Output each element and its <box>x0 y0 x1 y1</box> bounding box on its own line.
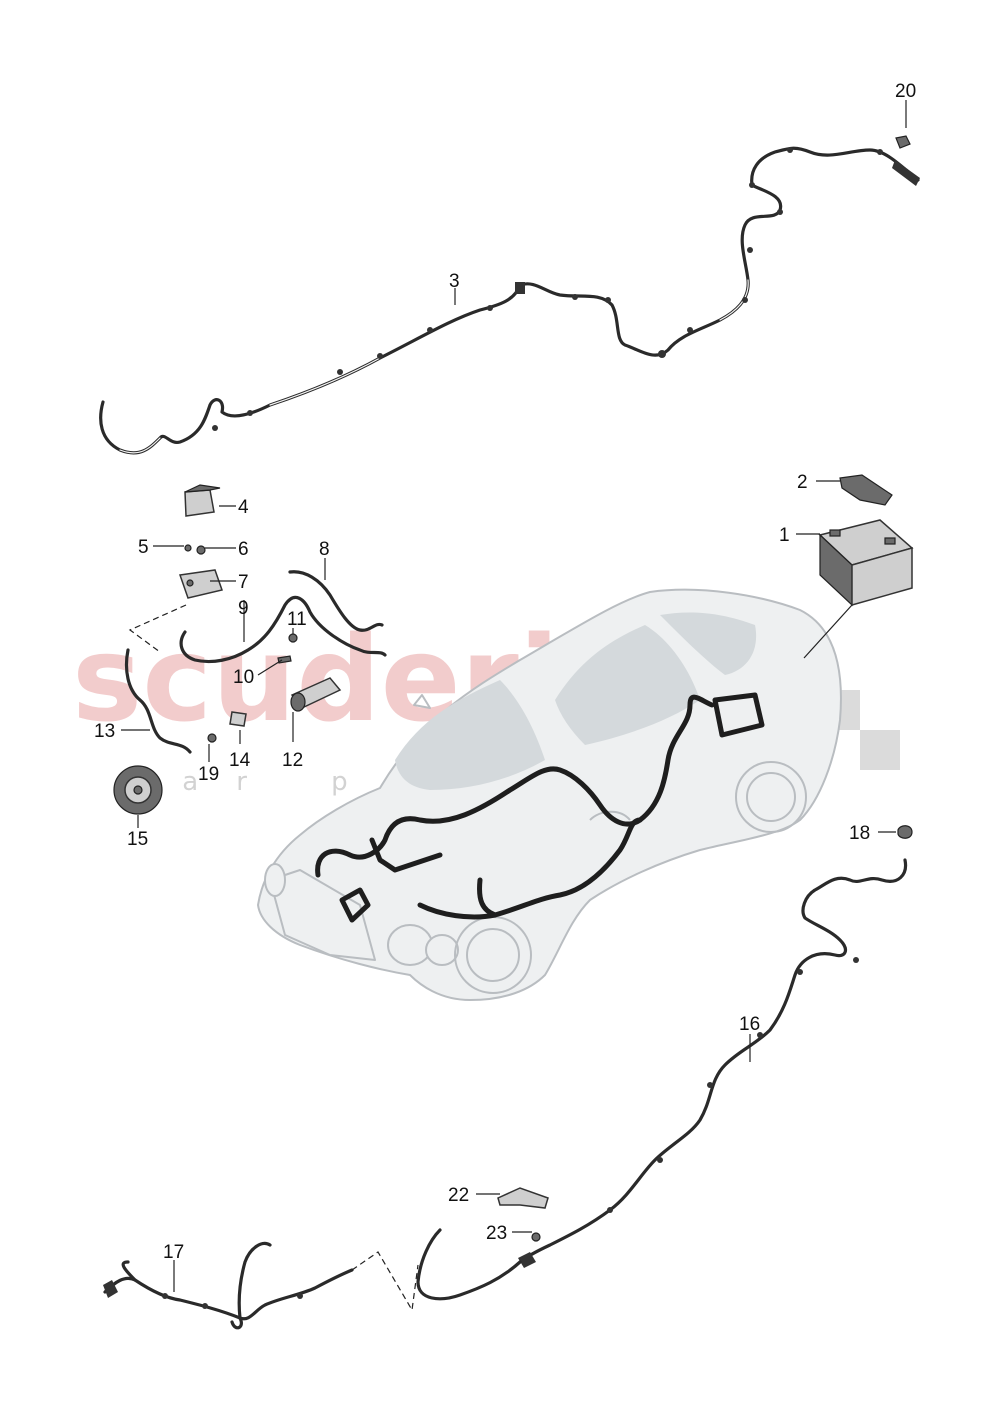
cable-connector-17-16 <box>416 1228 522 1301</box>
wiring-harness-3 <box>99 146 920 455</box>
car-wiring-harness <box>315 692 765 923</box>
wiring-harness-16 <box>518 858 908 1268</box>
callout-2: 2 <box>797 472 808 493</box>
callout-16: 16 <box>739 1014 760 1035</box>
relay-box-4 <box>184 484 221 517</box>
car-illustration <box>257 588 842 1001</box>
battery <box>818 519 914 607</box>
callout-labels: 20 3 2 1 4 5 6 7 8 9 11 10 13 14 19 12 1… <box>94 81 916 1263</box>
callout-14: 14 <box>229 750 251 771</box>
wiring-harness-17 <box>103 1241 354 1330</box>
starter-12 <box>290 677 342 712</box>
callout-22: 22 <box>448 1185 469 1206</box>
nut-20 <box>895 135 911 149</box>
bolt-10 <box>277 655 292 664</box>
connector-dashed-bottom <box>351 1251 419 1312</box>
grommet-18 <box>897 825 913 839</box>
callout-8: 8 <box>319 539 330 560</box>
callout-15: 15 <box>127 829 148 850</box>
callout-19: 19 <box>198 764 219 785</box>
callout-20: 20 <box>895 81 916 102</box>
callout-18: 18 <box>849 823 870 844</box>
alternator-15 <box>113 765 163 815</box>
callout-13: 13 <box>94 721 115 742</box>
connector-dashed-left <box>128 604 187 653</box>
nut-23 <box>531 1232 541 1242</box>
callout-12: 12 <box>282 750 303 771</box>
callout-1: 1 <box>779 525 790 546</box>
bracket-22 <box>497 1187 549 1209</box>
screw-5 <box>184 544 192 552</box>
callout-5: 5 <box>138 537 149 558</box>
leader-lines <box>121 100 907 1292</box>
cap-14 <box>229 711 247 727</box>
nut-19 <box>207 733 217 743</box>
cable-13 <box>124 648 192 754</box>
nut-11 <box>288 633 298 643</box>
callout-3: 3 <box>449 271 460 292</box>
callout-17: 17 <box>163 1242 184 1263</box>
bracket-7 <box>178 569 223 599</box>
callout-23: 23 <box>486 1223 507 1244</box>
nut-6 <box>196 545 206 555</box>
battery-clamp <box>839 474 893 506</box>
callout-11: 11 <box>287 609 307 630</box>
callout-4: 4 <box>238 497 249 518</box>
cable-8 <box>288 570 384 632</box>
callout-10: 10 <box>233 667 254 688</box>
callout-9: 9 <box>238 598 249 619</box>
callout-7: 7 <box>238 572 249 593</box>
callout-6: 6 <box>238 539 249 560</box>
cable-9 <box>179 595 387 664</box>
